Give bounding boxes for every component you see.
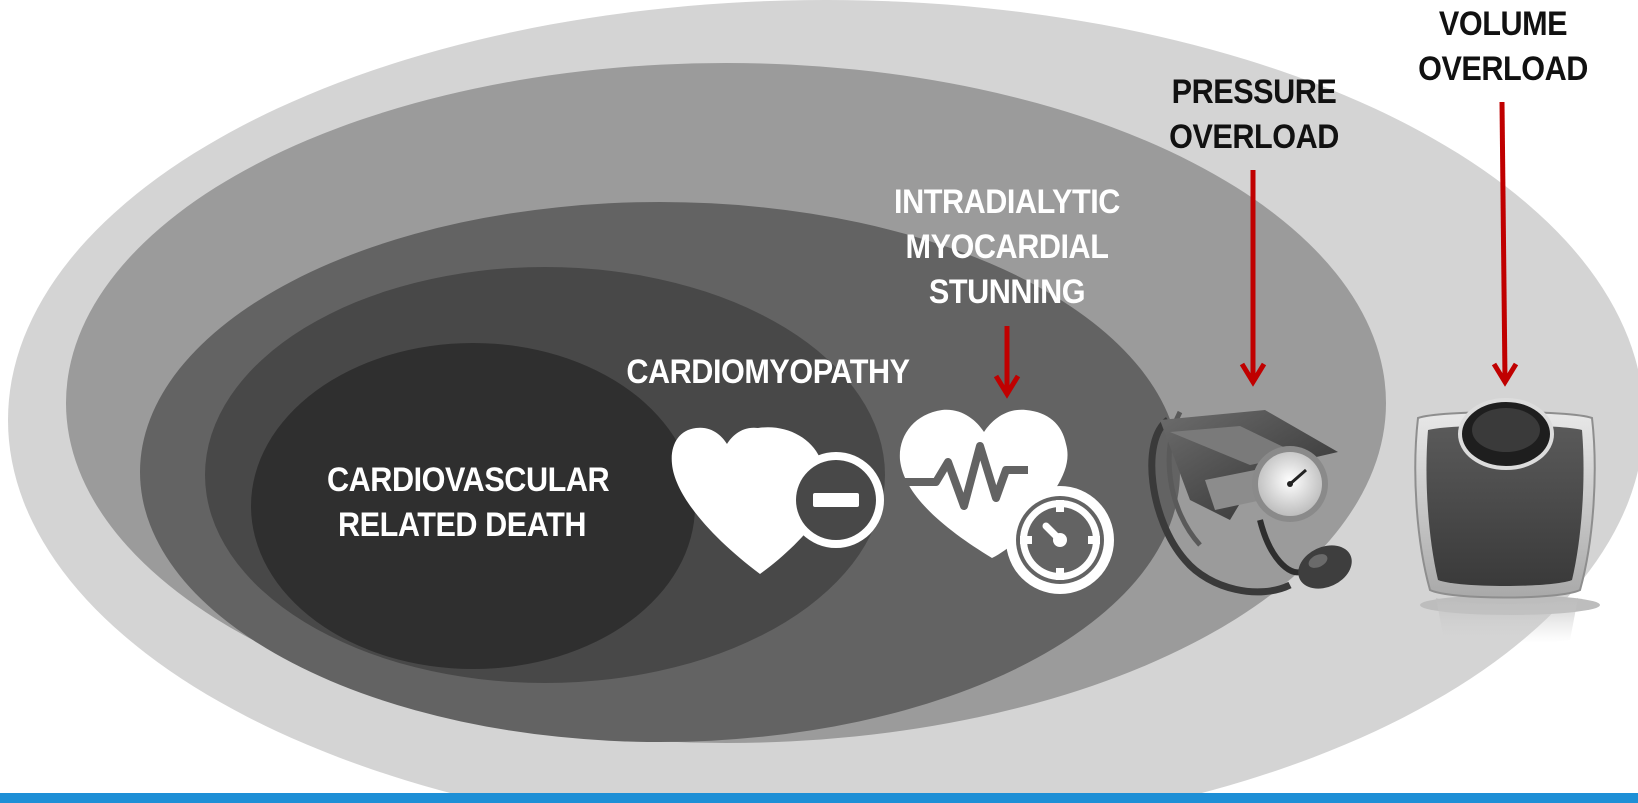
label-line: OVERLOAD (1169, 118, 1339, 156)
arrow-myocardial-stunning (993, 326, 1021, 399)
label-line: CARDIOVASCULAR (327, 461, 610, 499)
label-line: VOLUME (1438, 5, 1568, 43)
label-line: INTRADIALYTIC (894, 183, 1120, 221)
label-cardiomyopathy: CARDIOMYOPATHY (624, 350, 912, 395)
heart-pulse-stopwatch-icon (899, 409, 1114, 594)
label-pressure-overload: PRESSURE OVERLOAD (1157, 70, 1351, 160)
arrow-pressure-overload (1239, 170, 1267, 387)
label-intradialytic-stunning: INTRADIALYTIC MYOCARDIAL STUNNING (889, 180, 1125, 315)
label-cardiovascular-death: CARDIOVASCULAR RELATED DEATH (327, 458, 610, 548)
label-line: CARDIOMYOPATHY (626, 353, 910, 391)
footer-accent-bar (0, 793, 1638, 803)
label-volume-overload: VOLUME OVERLOAD (1409, 2, 1598, 92)
label-line: STUNNING (928, 273, 1086, 311)
weighing-scale-icon (1414, 398, 1600, 643)
arrow-volume-overload (1491, 101, 1519, 387)
sphygmomanometer-icon (1148, 410, 1352, 596)
ring-cardiovascular-death (251, 343, 695, 669)
label-line: MYOCARDIAL (905, 228, 1109, 266)
label-line: PRESSURE (1171, 73, 1337, 111)
label-line: RELATED DEATH (337, 506, 587, 544)
heart-minus-icon (671, 427, 884, 574)
label-line: OVERLOAD (1418, 50, 1588, 88)
